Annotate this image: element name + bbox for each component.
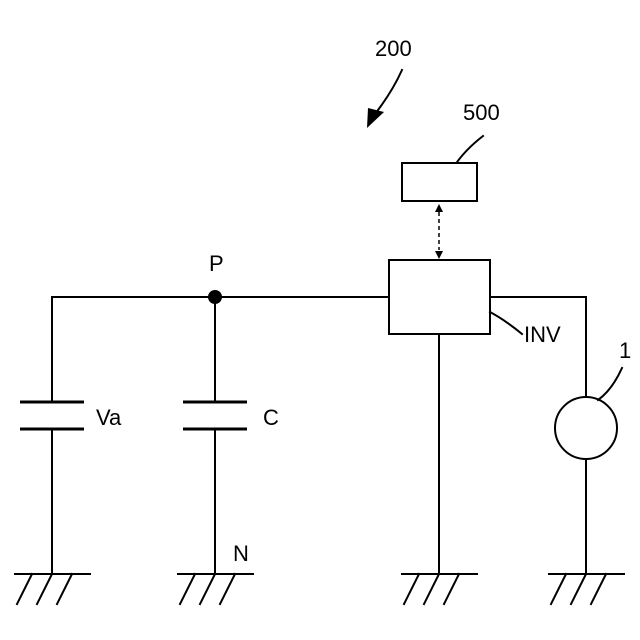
label-200-arrowhead: [367, 108, 384, 128]
label-500: 500: [463, 100, 500, 125]
ground-symbol-c: [178, 574, 253, 604]
c-label: C: [263, 405, 279, 430]
ground-symbol-va: [15, 574, 90, 604]
link-arrow-up: [435, 204, 443, 212]
motor-label: 1: [619, 338, 631, 363]
node-n-label: N: [233, 541, 249, 566]
inverter-label: INV: [524, 322, 561, 347]
inverter-box: [389, 260, 490, 334]
label-200: 200: [375, 36, 412, 61]
motor-symbol: [555, 397, 617, 459]
node-p-label: P: [209, 251, 224, 276]
label-200-leader: [378, 70, 402, 110]
ground-symbol-motor: [549, 574, 624, 604]
link-arrow-down: [435, 251, 443, 259]
ground-symbol-inverter: [402, 574, 477, 604]
va-label: Va: [96, 405, 122, 430]
label-500-leader: [455, 136, 483, 165]
controller-box: [402, 163, 477, 201]
motor-leader: [598, 368, 622, 400]
inv-leader: [490, 312, 522, 334]
